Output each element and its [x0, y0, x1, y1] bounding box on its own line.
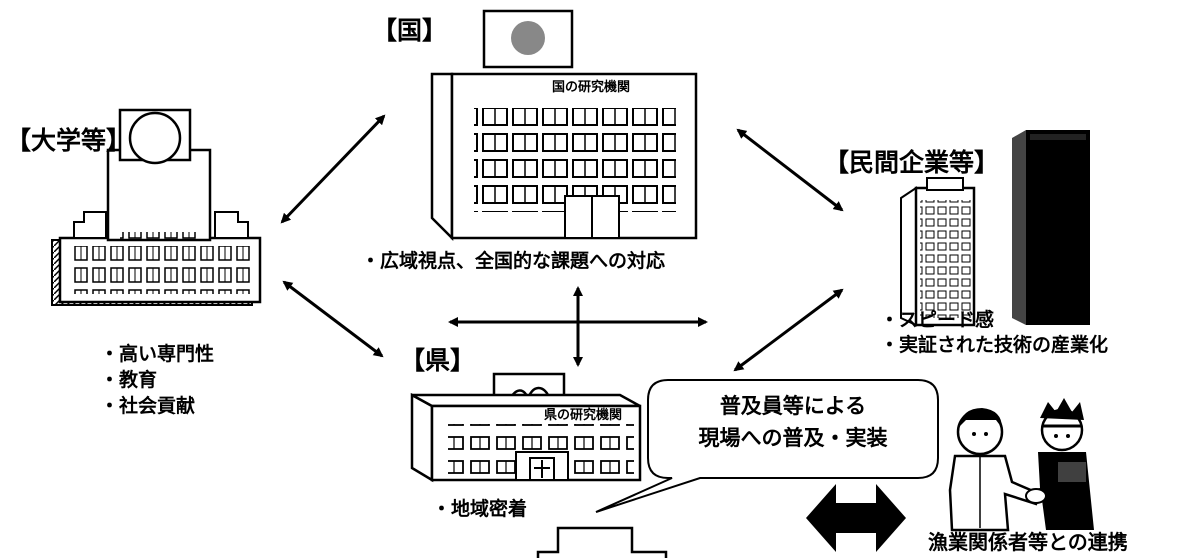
arrow-university-country: [280, 114, 386, 224]
prefecture-building-sign: 県の研究機関: [544, 408, 623, 423]
private-note-2: 実証された技術の産業化: [880, 336, 1108, 355]
prefecture-label: 【県】: [400, 346, 476, 375]
down-arrow-icon: [536, 526, 668, 558]
university-note-2: 教育: [100, 371, 157, 390]
double-arrow-icon: [806, 484, 906, 552]
national-building-sign: 国の研究機関: [552, 80, 631, 95]
country-note-1: 広域視点、全国的な課題への対応: [361, 252, 665, 271]
arrow-university-prefecture: [282, 280, 384, 358]
office-tower-icon: [900, 177, 976, 327]
callout-line-2: 現場への普及・実装: [698, 426, 888, 450]
university-building-icon: [51, 108, 262, 306]
arrow-country-private: [736, 128, 844, 212]
university-label: 【大学等】: [6, 126, 132, 155]
callout-bubble: [595, 379, 939, 513]
arrow-prefecture-private: [733, 288, 844, 372]
country-label: 【国】: [372, 16, 448, 45]
handshake-persons-icon: [948, 398, 1094, 532]
prefecture-research-building-icon: [410, 392, 642, 483]
private-note-1: スピード感: [880, 311, 994, 330]
university-note-1: 高い専門性: [100, 345, 214, 364]
national-research-building-icon: [430, 72, 698, 242]
skyscraper-icon: [1012, 130, 1090, 325]
private-label: 【民間企業等】: [824, 148, 1000, 177]
callout-line-1: 普及員等による: [719, 394, 867, 418]
university-note-3: 社会貢献: [100, 397, 195, 416]
national-flag-icon: [482, 9, 574, 69]
prefecture-note-1: 地域密着: [432, 500, 527, 519]
fishery-label: 漁業関係者等との連携: [928, 530, 1128, 554]
